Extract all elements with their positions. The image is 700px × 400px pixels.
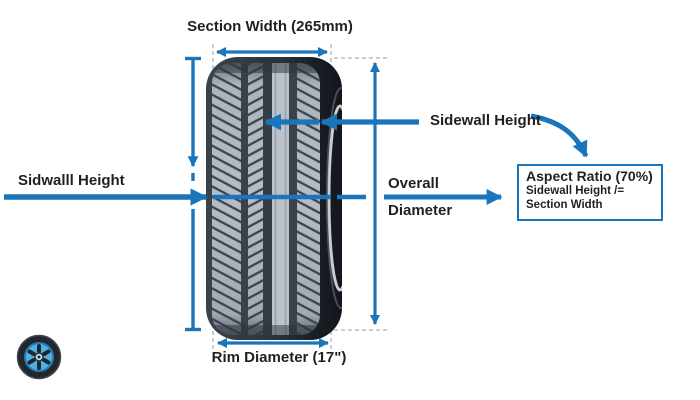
tire-wheel-icon: [16, 334, 62, 380]
rim-diameter-label: Rim Diameter (17"): [211, 349, 347, 366]
aspect-ratio-formula-line1: Sidewall Height /=: [526, 185, 625, 197]
sidwalll-height-left-label: Sidwalll Height: [18, 172, 125, 189]
aspect-ratio-box: Aspect Ratio (70%) Sidewall Height /= Se…: [517, 164, 663, 221]
curved-pointer-arrow: [530, 113, 589, 158]
section-width-label: Section Width (265mm): [187, 18, 353, 35]
aspect-ratio-title: Aspect Ratio (70%): [526, 168, 653, 184]
sidewall-height-right-label: Sidewall Height: [430, 112, 541, 129]
overall-diameter-label-line1: Overall: [388, 175, 439, 192]
aspect-ratio-formula-line2: Section Width: [526, 199, 603, 212]
overall-diameter-label-line2: Diameter: [388, 202, 453, 219]
left-sidewall-measure: [185, 56, 201, 332]
